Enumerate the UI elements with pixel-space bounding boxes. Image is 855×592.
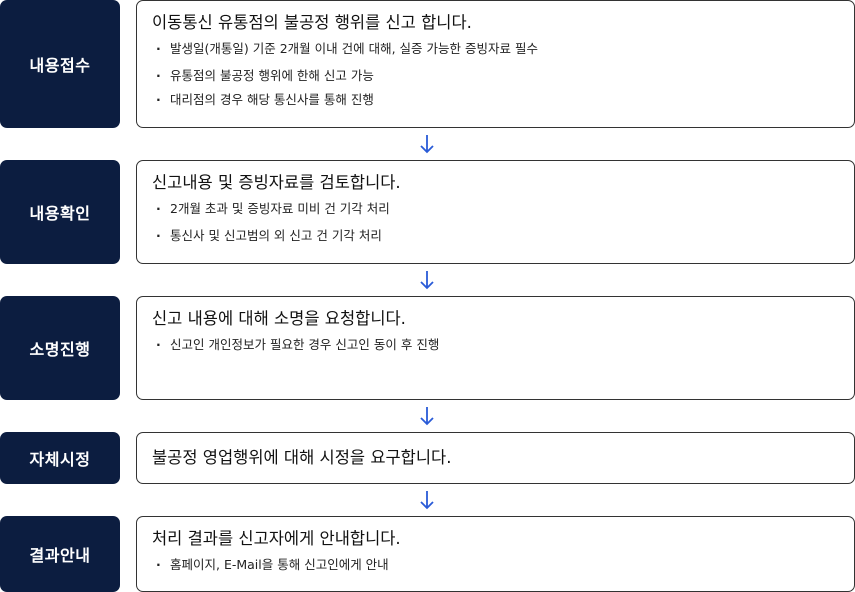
bullet-item: 발생일(개통일) 기준 2개월 이내 건에 대해, 실증 가능한 증빙자료 필수	[156, 42, 839, 57]
step-label-box: 내용확인	[0, 160, 120, 264]
step-label: 결과안내	[29, 546, 91, 565]
step-label: 자체시정	[29, 450, 91, 469]
step-bullet-list: 발생일(개통일) 기준 2개월 이내 건에 대해, 실증 가능한 증빙자료 필수…	[152, 42, 839, 108]
step-label-box: 소명진행	[0, 296, 120, 400]
step-heading: 처리 결과를 신고자에게 안내합니다.	[152, 529, 401, 548]
bullet-item: 대리점의 경우 해당 통신사를 통해 진행	[156, 93, 839, 108]
step-row-5: 결과안내 처리 결과를 신고자에게 안내합니다. 홈페이지, E-Mail을 통…	[0, 516, 855, 592]
step-label: 내용접수	[29, 56, 91, 75]
step-label: 소명진행	[29, 340, 91, 359]
bullet-item: 유통점의 불공정 행위에 한해 신고 가능	[156, 69, 839, 84]
step-label-box: 자체시정	[0, 432, 120, 484]
arrow-down-icon	[419, 269, 435, 291]
step-bullet-list: 신고인 개인정보가 필요한 경우 신고인 동이 후 진행	[152, 338, 839, 353]
bullet-item: 신고인 개인정보가 필요한 경우 신고인 동이 후 진행	[156, 338, 839, 353]
step-heading: 이동통신 유통점의 불공정 행위를 신고 합니다.	[152, 13, 472, 32]
arrow-down-icon	[419, 133, 435, 155]
step-heading: 불공정 영업행위에 대해 시정을 요구합니다.	[152, 448, 452, 467]
step-row-2: 내용확인 신고내용 및 증빙자료를 검토합니다. 2개월 초과 및 증빙자료 미…	[0, 160, 855, 264]
step-row-1: 내용접수 이동통신 유통점의 불공정 행위를 신고 합니다. 발생일(개통일) …	[0, 0, 855, 128]
arrow-down-icon	[419, 489, 435, 511]
bullet-item: 홈페이지, E-Mail을 통해 신고인에게 안내	[156, 558, 839, 573]
bullet-item: 통신사 및 신고범의 외 신고 건 기각 처리	[156, 229, 839, 244]
bullet-item: 2개월 초과 및 증빙자료 미비 건 기각 처리	[156, 202, 839, 217]
step-content-box: 이동통신 유통점의 불공정 행위를 신고 합니다. 발생일(개통일) 기준 2개…	[136, 0, 855, 128]
step-label: 내용확인	[29, 204, 91, 223]
step-content-box: 신고내용 및 증빙자료를 검토합니다. 2개월 초과 및 증빙자료 미비 건 기…	[136, 160, 855, 264]
step-content-box: 신고 내용에 대해 소명을 요청합니다. 신고인 개인정보가 필요한 경우 신고…	[136, 296, 855, 400]
arrow-down-icon	[419, 405, 435, 427]
step-row-3: 소명진행 신고 내용에 대해 소명을 요청합니다. 신고인 개인정보가 필요한 …	[0, 296, 855, 400]
step-bullet-list: 2개월 초과 및 증빙자료 미비 건 기각 처리 통신사 및 신고범의 외 신고…	[152, 202, 839, 244]
step-label-box: 결과안내	[0, 516, 120, 592]
step-row-4: 자체시정 불공정 영업행위에 대해 시정을 요구합니다.	[0, 432, 855, 484]
step-heading: 신고내용 및 증빙자료를 검토합니다.	[152, 173, 401, 192]
step-content-box: 불공정 영업행위에 대해 시정을 요구합니다.	[136, 432, 855, 484]
step-bullet-list: 홈페이지, E-Mail을 통해 신고인에게 안내	[152, 558, 839, 573]
step-content-box: 처리 결과를 신고자에게 안내합니다. 홈페이지, E-Mail을 통해 신고인…	[136, 516, 855, 592]
step-heading: 신고 내용에 대해 소명을 요청합니다.	[152, 309, 406, 328]
step-label-box: 내용접수	[0, 0, 120, 128]
